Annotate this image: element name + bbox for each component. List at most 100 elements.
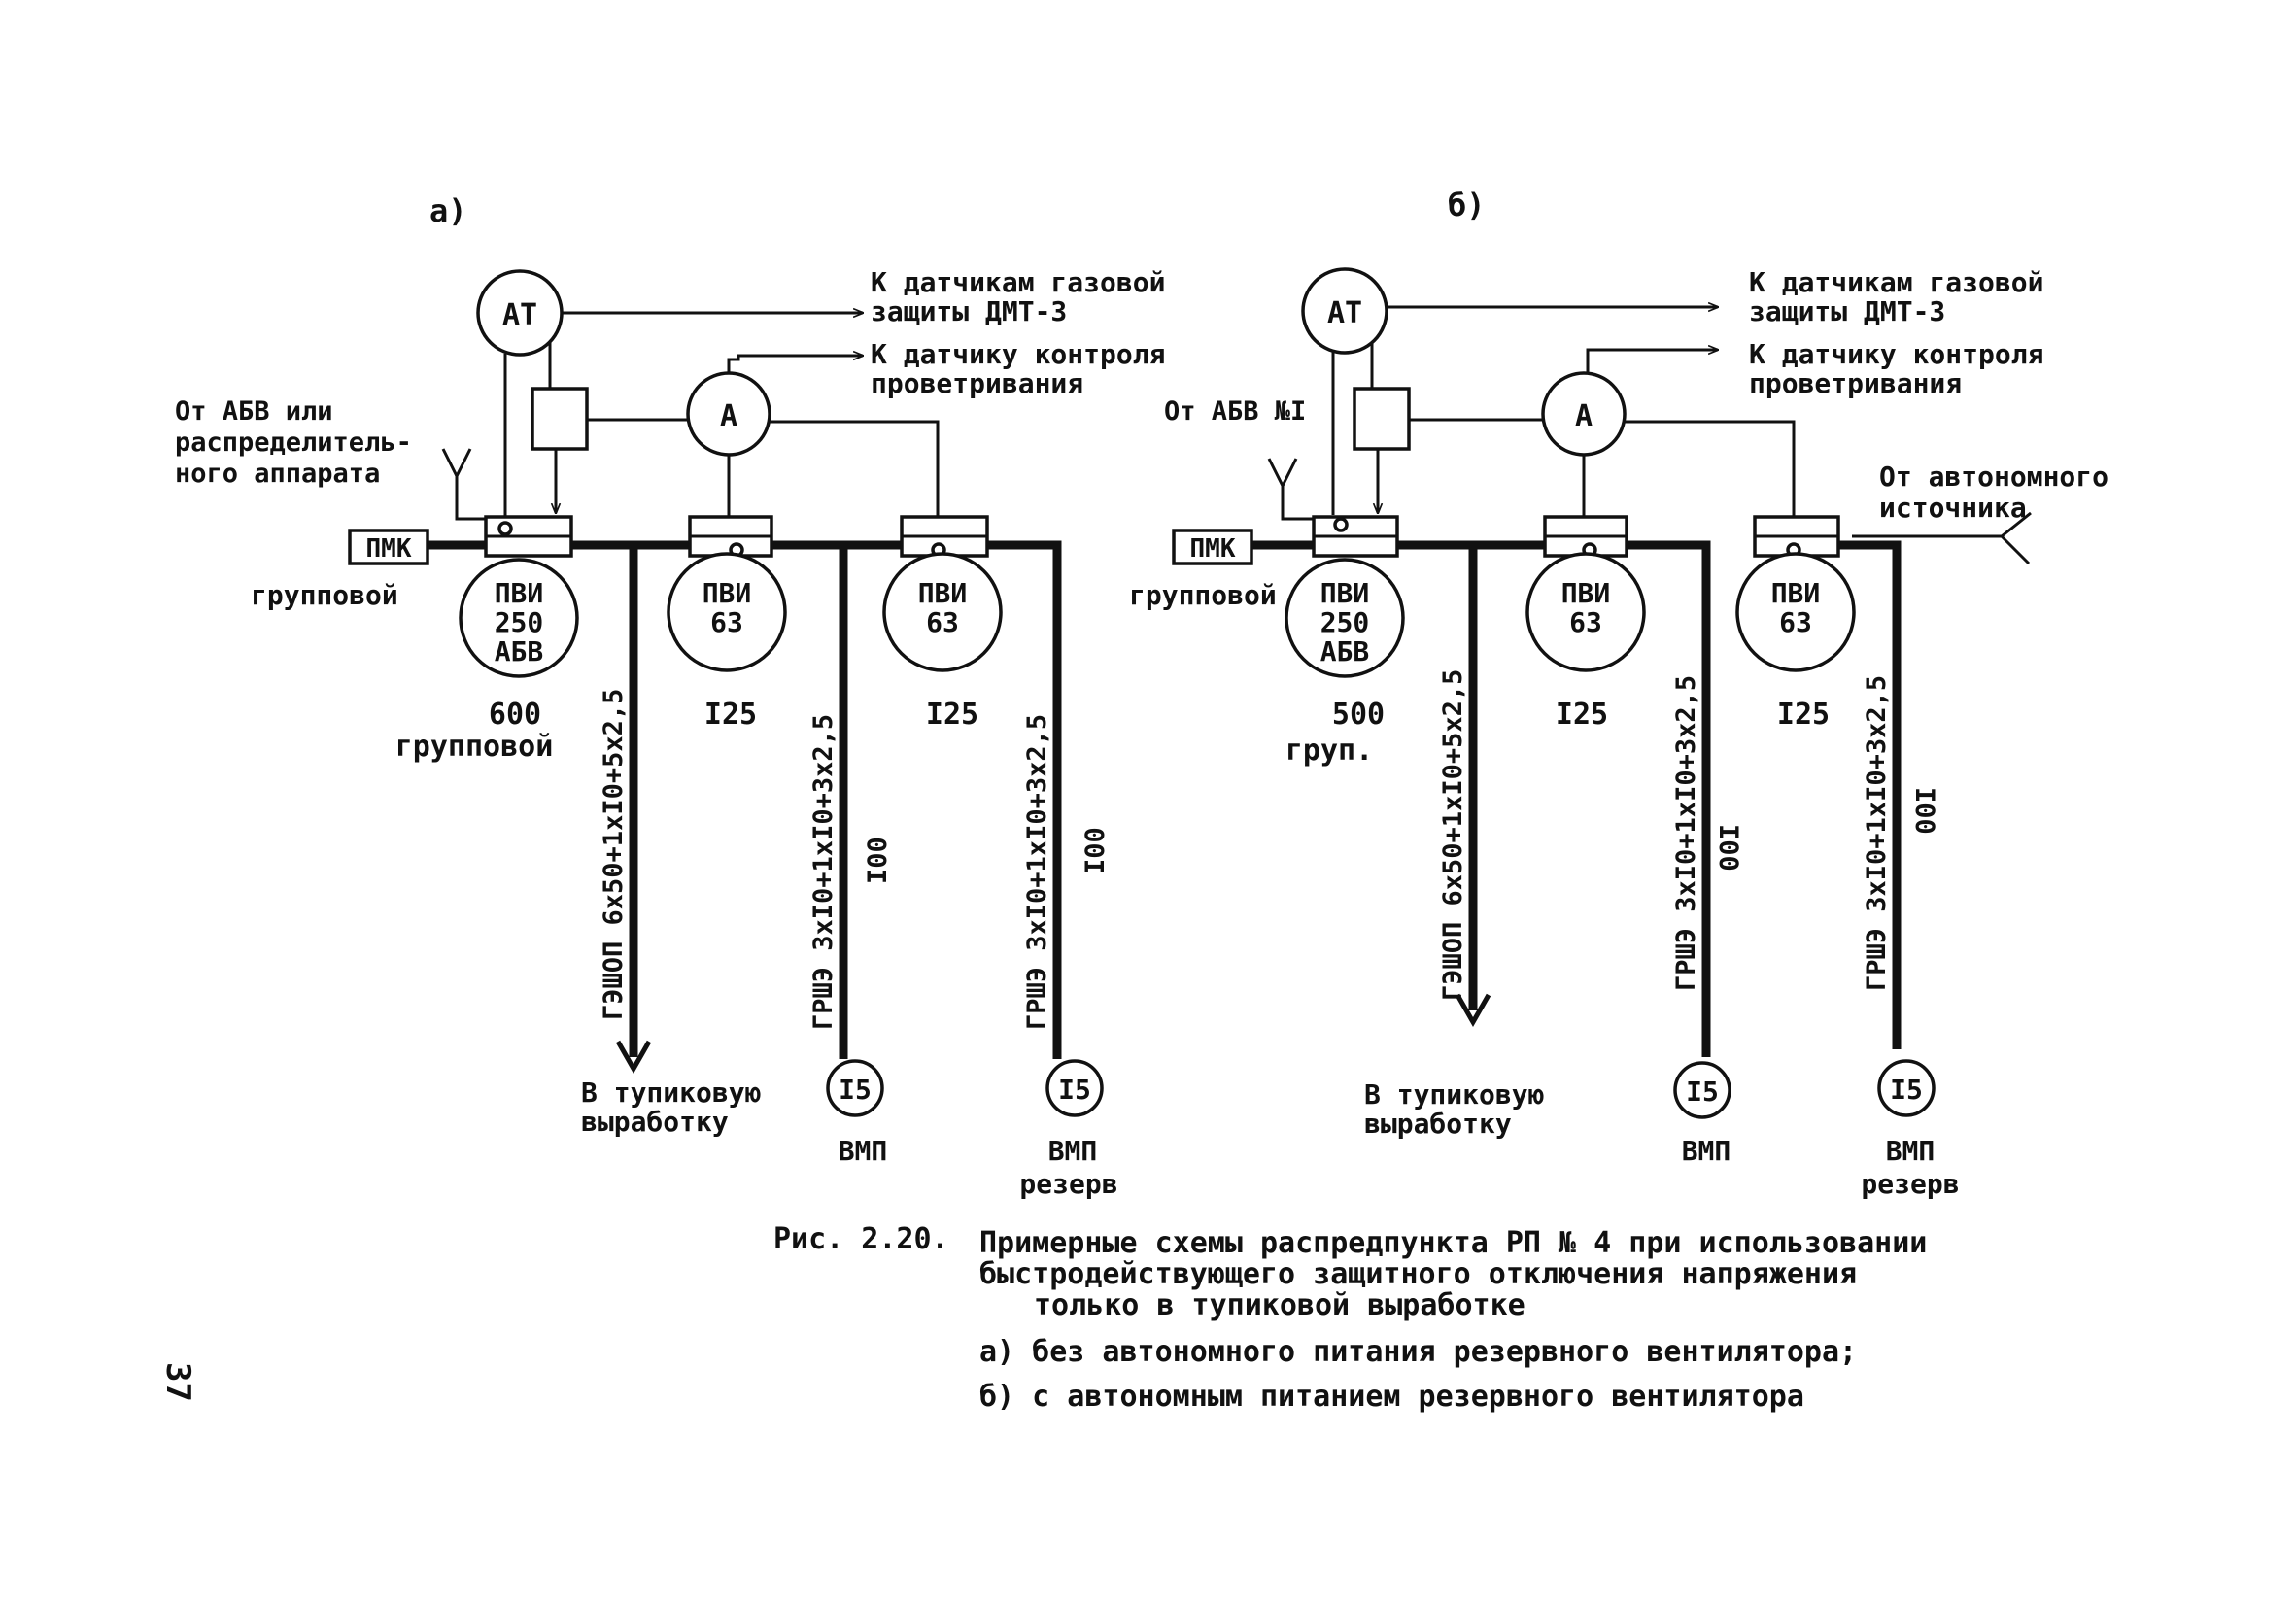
svg-text:АТ: АТ <box>1327 296 1362 330</box>
vmp-1: ВМП <box>839 1135 888 1167</box>
svg-text:ПВИ: ПВИ <box>1320 577 1370 609</box>
source-label-2: распределитель- <box>175 427 412 458</box>
vent-sensor-line <box>727 356 863 373</box>
dead-end-1: В тупиковую <box>581 1077 761 1109</box>
source-input-line-b <box>1267 458 1314 521</box>
svg-text:А: А <box>1575 399 1593 433</box>
vmp-b-2: ВМП <box>1886 1135 1936 1167</box>
pvi-unit-3 <box>882 552 1003 672</box>
at-label: АТ <box>502 298 537 332</box>
source-label-b: От АБВ №I <box>1164 396 1306 427</box>
pmk-box <box>348 529 429 565</box>
relay-box-b <box>1353 387 1411 451</box>
fan-circle-2 <box>1045 1059 1104 1117</box>
svg-text:I5: I5 <box>839 1074 872 1106</box>
svg-text:63: 63 <box>1569 606 1602 638</box>
caption-line-1: Примерные схемы распредпункта РП № 4 при… <box>979 1226 1928 1260</box>
rating-b-2: I25 <box>1556 698 1608 732</box>
caption-line-3: только в тупиковой выработке <box>1034 1288 1525 1322</box>
svg-text:АБВ: АБВ <box>1320 635 1370 667</box>
caption-prefix: Рис. 2.20. <box>773 1222 949 1256</box>
reserve-b: резерв <box>1861 1168 1959 1200</box>
panel-a: а) АТ К датчикам газовой защиты ДМТ-3 А … <box>175 192 1165 1200</box>
auto-source-label-2: источника <box>1879 492 2027 524</box>
rating-b-1-sub: груп. <box>1285 734 1373 768</box>
svg-text:250: 250 <box>1320 606 1370 638</box>
cable-b-3-label: ГРШЭ 3хI0+1хI0+3х2,5 <box>1862 675 1892 991</box>
a-right-line <box>770 420 940 517</box>
svg-text:ПВИ: ПВИ <box>495 577 544 609</box>
cable-3 <box>987 540 1062 1059</box>
svg-text:ПВИ: ПВИ <box>703 577 752 609</box>
svg-text:ПВИ: ПВИ <box>1561 577 1611 609</box>
cable-b-1-label: ГЭШОП 6х50+1хI0+5х2,5 <box>1438 669 1468 1001</box>
page-number: 37 <box>158 1362 197 1402</box>
len-b-1: I00 <box>1713 824 1743 872</box>
gas-sensor-label-1: К датчикам газовой <box>871 266 1165 298</box>
cable-b-2 <box>1627 540 1711 1057</box>
len-2: I00 <box>1080 827 1111 874</box>
group-word-b: групповой <box>1129 579 1277 611</box>
panel-a-label: а) <box>429 192 467 229</box>
dead-end-2: выработку <box>581 1106 729 1138</box>
gas-sensor-label-2: защиты ДМТ-3 <box>871 295 1067 327</box>
cable-b-1 <box>1397 540 1478 1010</box>
cable-2 <box>771 540 848 1059</box>
rating-b-1: 500 <box>1332 698 1385 732</box>
rating-2: I25 <box>704 698 757 732</box>
dead-end-b-1: В тупиковую <box>1364 1078 1544 1111</box>
fan-circle-b-2 <box>1877 1059 1936 1117</box>
vent-sensor-line-b <box>1586 350 1718 373</box>
cable-1 <box>571 540 638 1057</box>
panel-b-label: б) <box>1448 187 1486 223</box>
dead-end-b-2: выработку <box>1364 1108 1512 1140</box>
fan-circle-b-1 <box>1673 1061 1731 1119</box>
caption-line-2: быстродействующего защитного отключения … <box>979 1257 1858 1291</box>
svg-text:I5: I5 <box>1890 1074 1923 1106</box>
pvi-unit-b-3 <box>1735 552 1856 672</box>
caption-item-b: б) с автономным питанием резервного вент… <box>979 1380 1804 1414</box>
gas-sensor-label-b-2: защиты ДМТ-3 <box>1749 295 1945 327</box>
svg-text:63: 63 <box>1779 606 1812 638</box>
gas-sensor-label-b-1: К датчикам газовой <box>1749 266 2043 298</box>
cable-2-label: ГРШЭ 3хI0+1хI0+3х2,5 <box>808 714 839 1030</box>
rating-1-sub: групповой <box>395 730 554 764</box>
reserve-1: резерв <box>1019 1168 1117 1200</box>
cable-b-2-label: ГРШЭ 3хI0+1хI0+3х2,5 <box>1671 675 1701 991</box>
svg-text:АБВ: АБВ <box>495 635 544 667</box>
svg-text:63: 63 <box>710 606 743 638</box>
at-circle-b <box>1301 267 1388 355</box>
fan-circle-1 <box>826 1059 884 1117</box>
cable-1-label: ГЭШОП 6х50+1хI0+5х2,5 <box>599 689 629 1020</box>
cable-3-label: ГРШЭ 3хI0+1хI0+3х2,5 <box>1022 714 1052 1030</box>
pvi-unit-b-1 <box>1285 558 1405 678</box>
len-b-2: I00 <box>1909 787 1939 835</box>
rating-b-3: I25 <box>1777 698 1830 732</box>
svg-text:ПМК: ПМК <box>1190 534 1236 564</box>
vmp-b-1: ВМП <box>1682 1135 1731 1167</box>
source-tick <box>455 448 472 477</box>
pmk-label: ПМК <box>366 534 412 564</box>
rating-1: 600 <box>489 698 541 732</box>
relay-box <box>531 387 589 451</box>
vent-sensor-label-b-2: проветривания <box>1749 367 1962 399</box>
pvi-unit-b-2 <box>1525 552 1646 672</box>
len-1: I00 <box>863 837 893 884</box>
vent-sensor-label-2: проветривания <box>871 367 1083 399</box>
pvi-unit-2 <box>667 552 787 672</box>
svg-text:I5: I5 <box>1686 1076 1719 1108</box>
svg-text:I5: I5 <box>1058 1074 1091 1106</box>
vent-sensor-label-b-1: К датчику контроля <box>1749 338 2043 370</box>
panel-b: б) АТ К датчикам газовой защиты ДМТ-3 А … <box>1129 187 2108 1200</box>
vmp-2: ВМП <box>1048 1135 1098 1167</box>
source-label-1: От АБВ или <box>175 396 333 427</box>
auto-source-label-1: От автономного <box>1879 461 2108 493</box>
source-label-3: ного аппарата <box>175 459 380 489</box>
rating-3: I25 <box>926 698 978 732</box>
pvi-unit-1 <box>459 558 579 678</box>
a-label: А <box>720 399 737 433</box>
svg-text:63: 63 <box>926 606 959 638</box>
caption-item-a: а) без автономного питания резервного ве… <box>979 1335 1858 1369</box>
vent-sensor-label-1: К датчику контроля <box>871 338 1165 370</box>
